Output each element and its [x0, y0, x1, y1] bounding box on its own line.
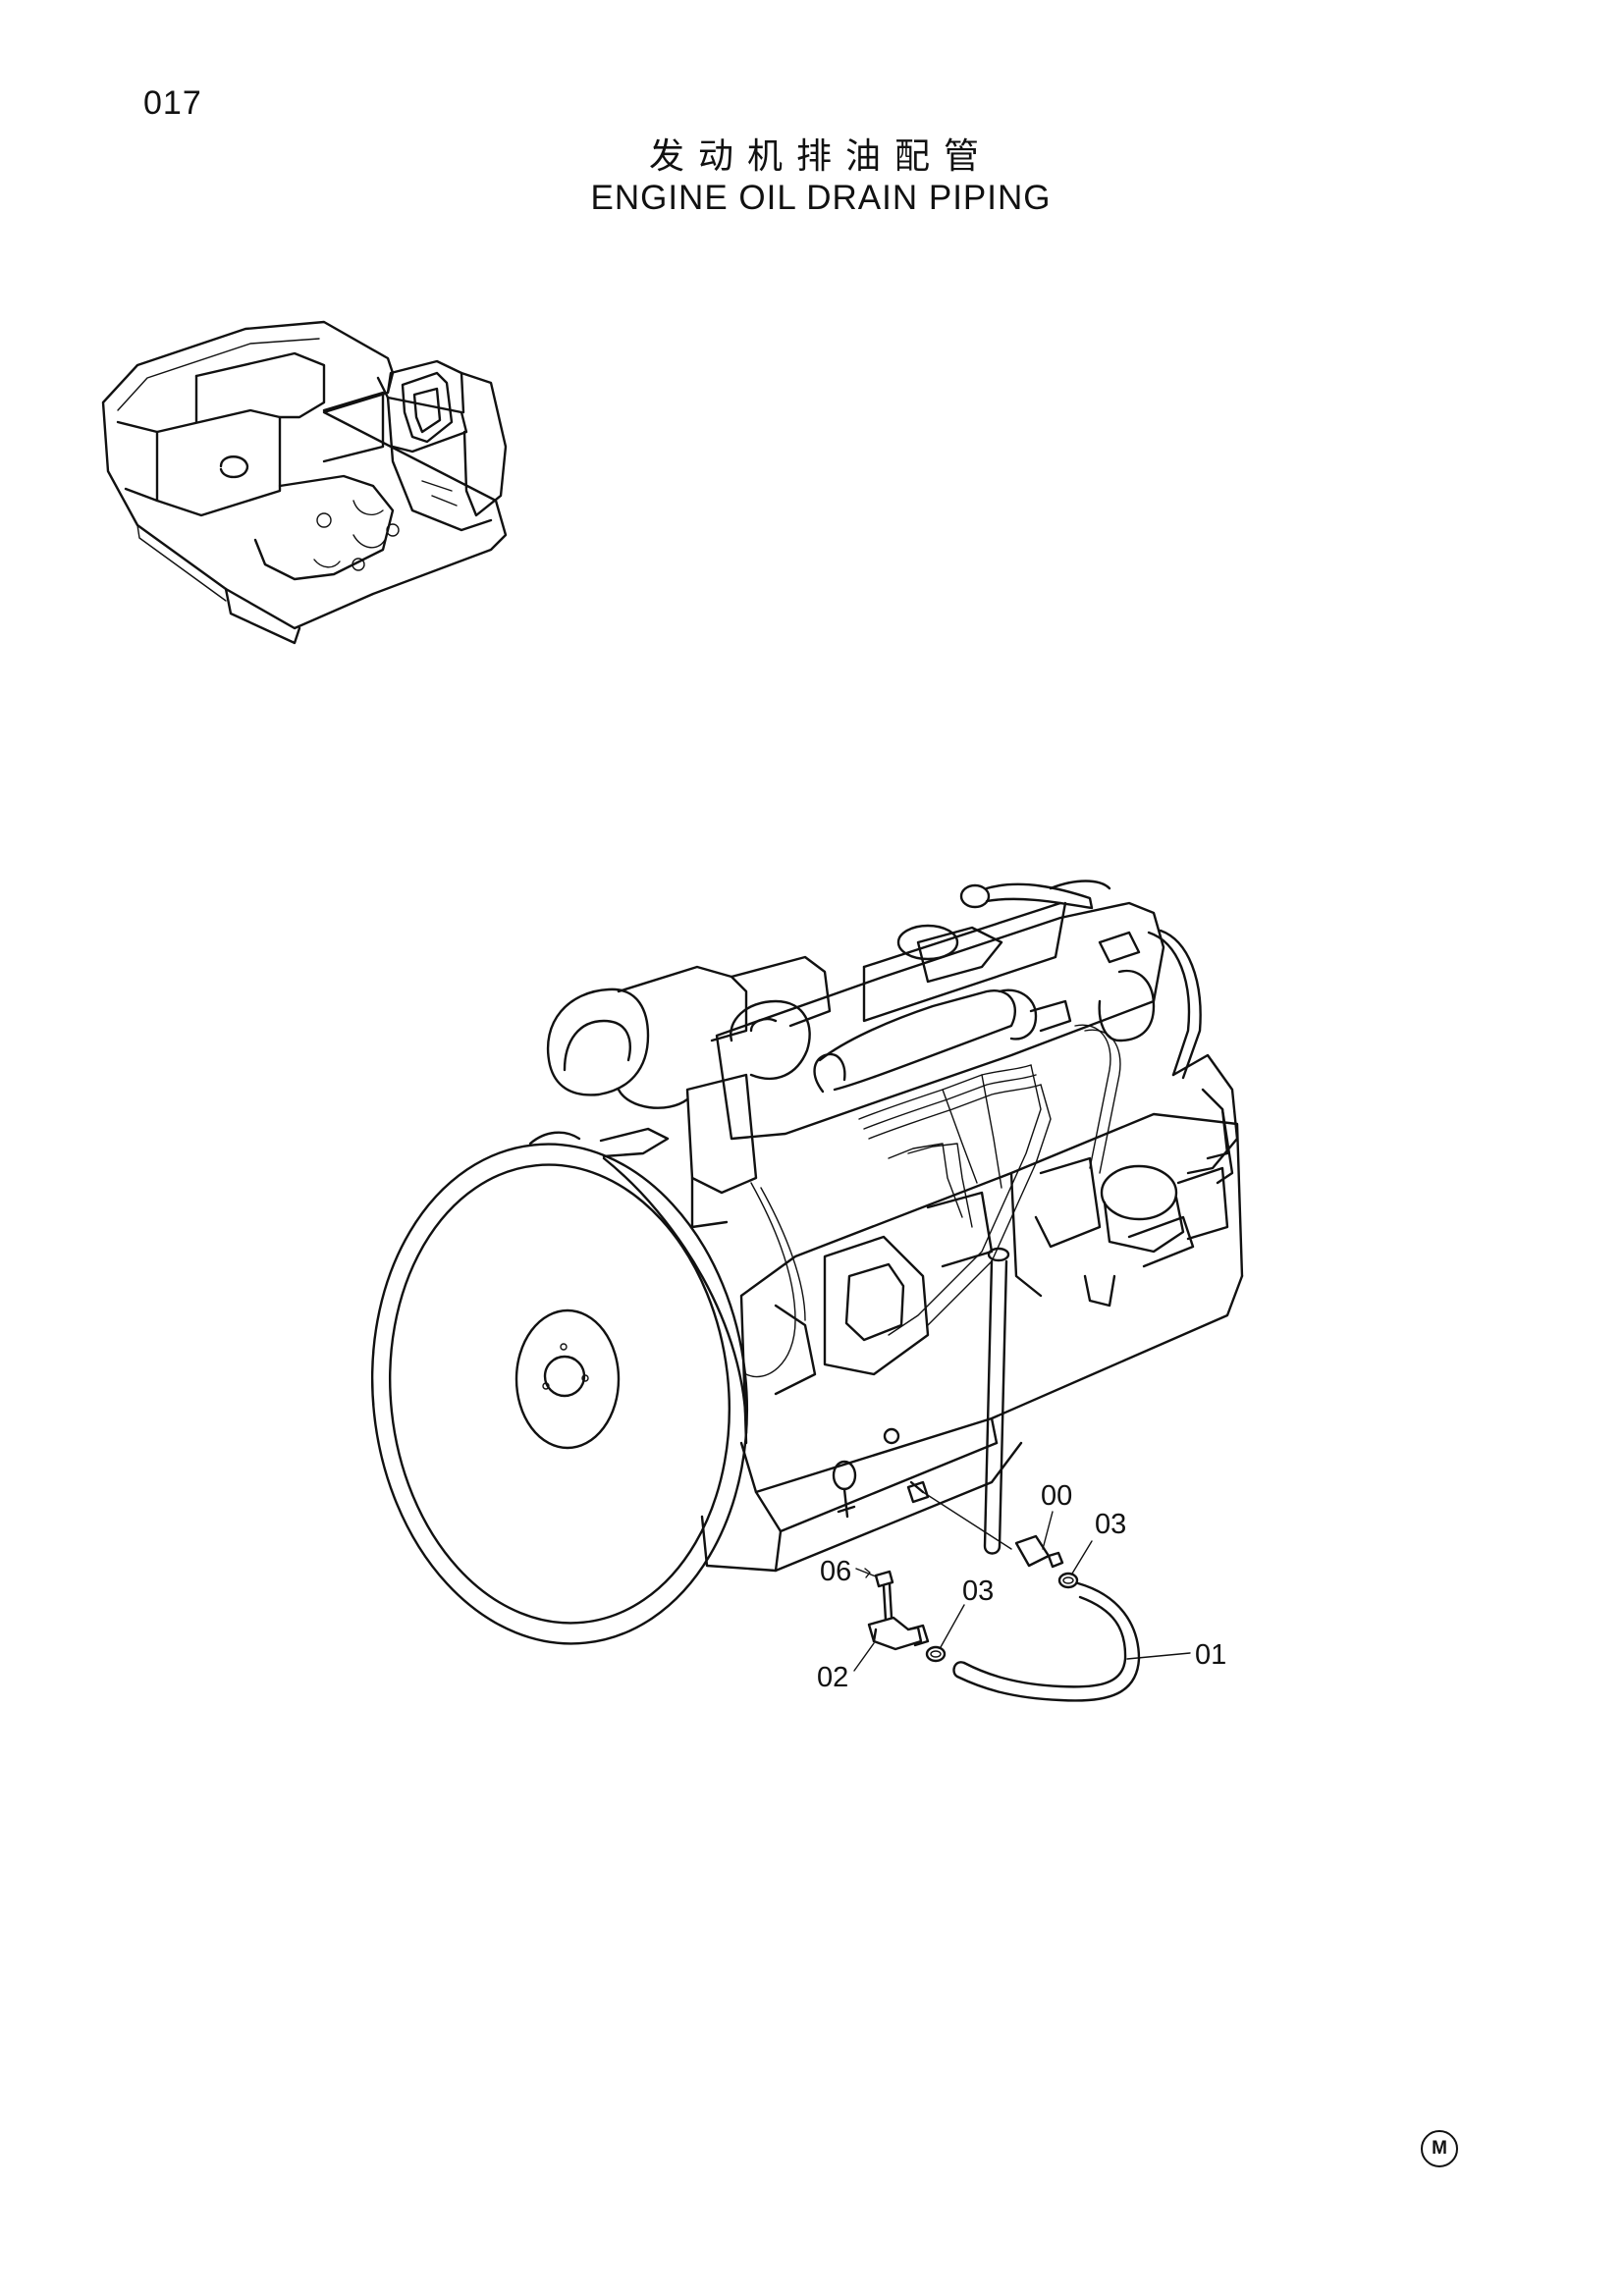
leader-00 [1042, 1511, 1054, 1550]
callout-03-upper: 03 [1095, 1509, 1126, 1540]
part-01-hose-inner [962, 1595, 1127, 1688]
oil-filter [1100, 1164, 1178, 1221]
m-mark-logo: M [1421, 2130, 1458, 2167]
oil-filler-cap [896, 924, 959, 961]
part-00-adapter [1014, 1534, 1051, 1568]
callout-02: 02 [817, 1662, 848, 1693]
callout-03-lower: 03 [962, 1575, 994, 1607]
leader-06 [855, 1568, 877, 1578]
title-chinese: 发动机排油配管 [648, 136, 993, 177]
rocker-cover [862, 901, 1067, 1023]
leader-02 [853, 1642, 875, 1672]
leader-03-upper [1071, 1540, 1093, 1575]
turbocharger [546, 988, 650, 1096]
leader-drain [922, 1491, 1012, 1550]
callout-01: 01 [1195, 1639, 1226, 1671]
callout-00: 00 [1041, 1480, 1072, 1512]
part-06-bolt-head [874, 1570, 894, 1588]
dipstick-tube [983, 1259, 1008, 1555]
page-number: 017 [143, 84, 202, 122]
part-03-clamp-upper [1057, 1572, 1079, 1589]
engine-assembly [370, 880, 1244, 1645]
leader-03-lower [940, 1604, 965, 1648]
callout-06: 06 [820, 1556, 851, 1587]
key-map-thumbnail [101, 320, 508, 645]
leader-01 [1126, 1652, 1191, 1660]
drain-port [906, 1480, 930, 1504]
title-english: ENGINE OIL DRAIN PIPING [590, 179, 1052, 217]
drain-piping-parts [853, 1511, 1191, 1702]
part-01-hose-outer [955, 1581, 1141, 1702]
injection-pump [823, 1235, 930, 1376]
part-02-bracket [867, 1616, 923, 1651]
part-03-clamp-lower [925, 1645, 947, 1663]
flywheel-hub [514, 1308, 621, 1450]
